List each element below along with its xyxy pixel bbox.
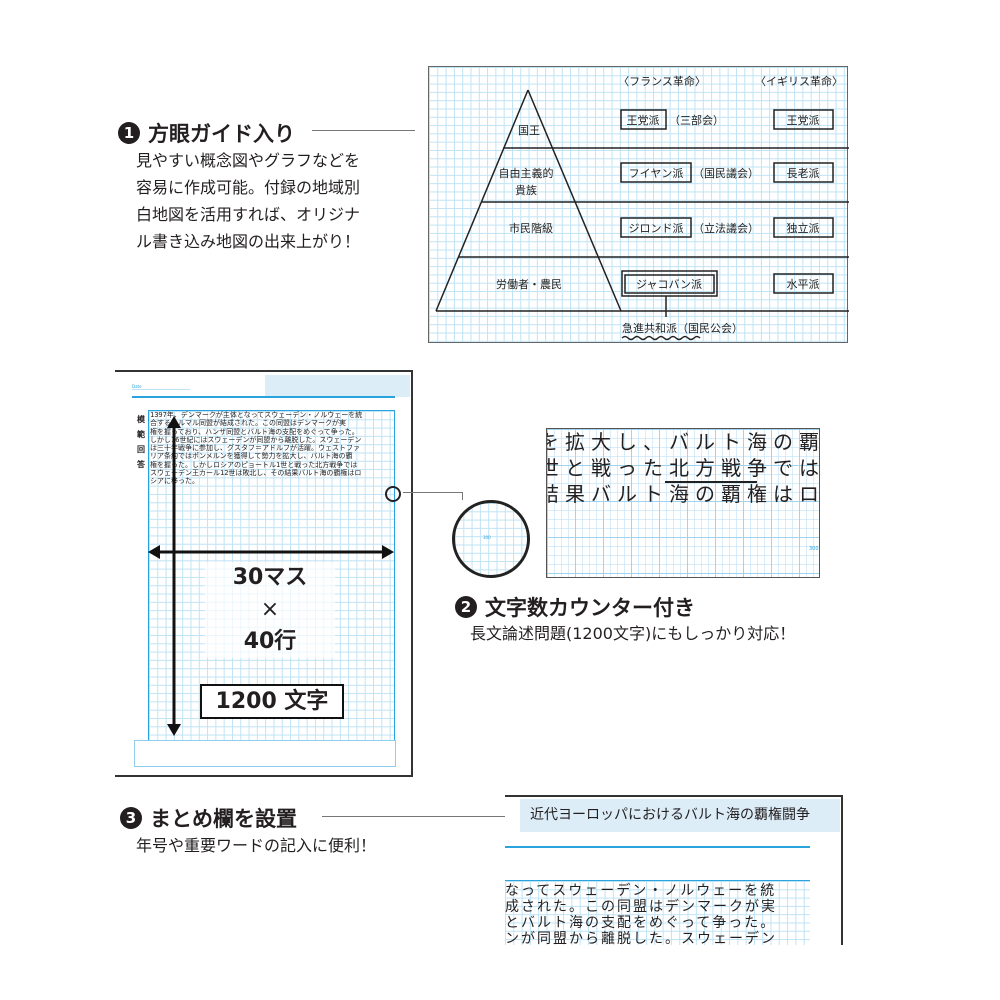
magnifier-circle: 300 xyxy=(452,500,530,578)
text-line: 白地図を活用すれば、オリジナ xyxy=(136,205,361,224)
divider xyxy=(132,396,395,398)
number-badge: 1 xyxy=(118,122,140,144)
feature1-description: 見やすい概念図やグラフなどを 容易に作成可能。付録の地域別 白地図を活用すれば、… xyxy=(136,147,360,255)
magnify-marker xyxy=(385,486,401,502)
number-badge: 2 xyxy=(455,596,477,618)
summary-text: なってスウェーデン・ノルウェーを統成された。この同盟はデンマークが実とバルト海の… xyxy=(505,883,777,945)
summary-title: 近代ヨーロッパにおけるバルト海の覇権闘争 xyxy=(520,799,840,832)
side-label: 模範回答 xyxy=(137,415,145,469)
faction-label: 水平派 xyxy=(787,278,820,291)
column-header: 〈フランス革命〉 xyxy=(618,74,706,88)
divider xyxy=(505,846,810,848)
character-counter: 300 xyxy=(809,546,819,552)
character-counter: 300 xyxy=(483,535,491,540)
date-field: Date xyxy=(132,384,190,390)
wavy-underline xyxy=(621,335,701,341)
faction-label: ジロンド派 xyxy=(629,222,684,235)
pyramid-outline xyxy=(435,89,622,312)
tier-label: 自由主義的 xyxy=(499,166,554,180)
connector-line xyxy=(403,492,463,500)
tier-label: 労働者・農民 xyxy=(496,277,562,291)
summary-page: 近代ヨーロッパにおけるバルト海の覇権闘争 なってスウェーデン・ノルウェーを統成さ… xyxy=(505,795,843,945)
text-line: ル書き込み地図の出来上がり！ xyxy=(136,232,361,251)
pyramid-diagram: 〈フランス革命〉 〈イギリス革命〉 国王 自由主義的 貴族 市民階級 労働者・農… xyxy=(428,66,849,343)
feature1-title: 方眼ガイド入り xyxy=(148,122,295,146)
column-header: 〈イギリス革命〉 xyxy=(755,74,843,88)
diagram-svg: 〈フランス革命〉 〈イギリス革命〉 国王 自由主義的 貴族 市民階級 労働者・農… xyxy=(435,74,849,341)
assembly-note: （国民議会） xyxy=(693,166,759,180)
feature1-heading: 1 方眼ガイド入り xyxy=(118,118,295,148)
connector-line xyxy=(322,816,505,817)
notebook-page: Date 模範回答 1397年、デンマークが主体となってスウェーデン・ノルウェー… xyxy=(115,370,413,777)
faction-label: 王党派 xyxy=(627,114,660,127)
faction-label: 王党派 xyxy=(787,114,820,127)
faction-label: 長老派 xyxy=(787,167,820,180)
text-line: 容易に作成可能。付録の地域別 xyxy=(136,178,361,197)
tier-label: 貴族 xyxy=(515,183,537,197)
grid-size-label: 30マス×40行 xyxy=(205,562,335,658)
total-characters-box: 1200 文字 xyxy=(200,684,344,719)
assembly-note: （立法議会） xyxy=(693,221,759,235)
footer-box xyxy=(134,740,396,767)
feature3-heading: 3 まとめ欄を設置 xyxy=(120,803,297,833)
feature3-title: まとめ欄を設置 xyxy=(150,807,297,831)
number-badge: 3 xyxy=(120,807,142,829)
assembly-note: （三部会） xyxy=(669,113,724,127)
bottom-note: 急進共和派（国民公会） xyxy=(622,321,743,335)
feature3-description: 年号や重要ワードの記入に便利！ xyxy=(136,836,377,855)
underline xyxy=(665,481,757,483)
feature2-heading: 2 文字数カウンター付き xyxy=(455,592,695,622)
tier-label: 国王 xyxy=(518,124,540,137)
title-box xyxy=(265,375,410,397)
text-line: 見やすい概念図やグラフなどを xyxy=(136,151,361,170)
connector-line xyxy=(312,130,415,131)
dimension-arrows xyxy=(148,416,394,736)
magnified-grid: を拡大し、バルト海の覇 世と戦った北方戦争では 結果バルト海の覇権はロ 300 xyxy=(546,428,820,578)
summary-writing-grid: なってスウェーデン・ノルウェーを統成された。この同盟はデンマークが実とバルト海の… xyxy=(505,880,810,945)
faction-label: 独立派 xyxy=(787,221,820,235)
tier-label: 市民階級 xyxy=(509,221,553,235)
faction-label: ジャコバン派 xyxy=(636,278,702,291)
feature2-description: 長文論述問題(1200文字)にもしっかり対応！ xyxy=(470,624,796,643)
feature2-title: 文字数カウンター付き xyxy=(485,596,695,620)
faction-label: フイヤン派 xyxy=(629,167,684,180)
magnified-text: を拡大し、バルト海の覇 世と戦った北方戦争では 結果バルト海の覇権はロ xyxy=(546,430,820,506)
